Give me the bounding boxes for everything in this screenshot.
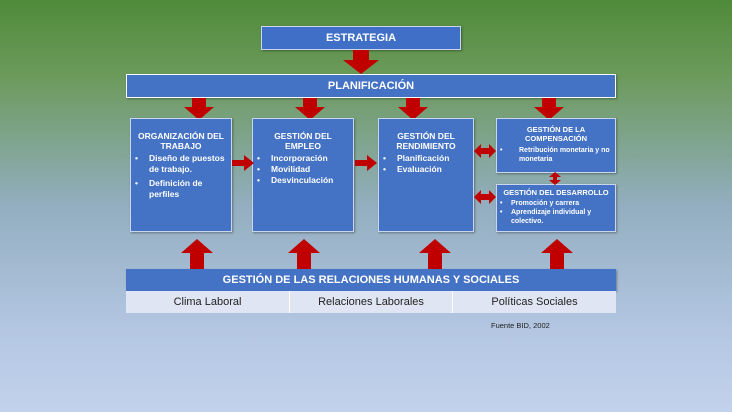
estrategia-label: ESTRATEGIA	[325, 32, 397, 44]
arrow-up-desarrollo	[541, 239, 573, 269]
gestion-rendimiento-box: GESTIÓN DEL RENDIMIENTO Planificación Ev…	[378, 118, 474, 232]
planificacion-bar: PLANIFICACIÓN	[126, 74, 616, 98]
empleo-item-desvinculacion: Desvinculación	[253, 175, 353, 186]
gestion-empleo-box: GESTIÓN DEL EMPLEO Incorporación Movilid…	[252, 118, 354, 232]
arrow-down-estrategia	[343, 50, 379, 74]
gestion-compensacion-box: GESTIÓN DE LA COMPENSACIÓN Retribución m…	[496, 118, 616, 173]
compensacion-item-retribucion: Retribución monetaria y no monetaria	[497, 146, 615, 164]
cell-relaciones-laborales: Relaciones Laborales	[290, 291, 453, 313]
rendimiento-title: GESTIÓN DEL RENDIMIENTO	[396, 131, 456, 151]
arrow-down-rendimiento	[398, 98, 428, 120]
rendimiento-item-evaluacion: Evaluación	[379, 164, 473, 175]
rendimiento-item-planificacion: Planificación	[379, 153, 473, 164]
desarrollo-item-aprendizaje: Aprendizaje individual y colectivo.	[497, 208, 615, 226]
arrow-double-compensacion-desarrollo	[549, 172, 561, 185]
arrow-up-empleo	[288, 239, 320, 269]
compensacion-title: GESTIÓN DE LA COMPENSACIÓN	[524, 125, 588, 143]
arrow-right-org-empleo	[232, 155, 254, 171]
empleo-item-movilidad: Movilidad	[253, 164, 353, 175]
desarrollo-title: GESTIÓN DEL DESARROLLO	[503, 188, 609, 197]
arrow-double-rendimiento-compensacion	[474, 144, 496, 158]
arrow-up-org	[181, 239, 213, 269]
gestion-desarrollo-box: GESTIÓN DEL DESARROLLO Promoción y carre…	[496, 184, 616, 232]
arrow-down-compensacion	[534, 98, 564, 120]
empleo-title: GESTIÓN DEL EMPLEO	[274, 131, 332, 151]
relaciones-bar: GESTIÓN DE LAS RELACIONES HUMANAS Y SOCI…	[126, 269, 616, 291]
organizacion-trabajo-box: ORGANIZACIÓN DEL TRABAJO Diseño de puest…	[130, 118, 232, 232]
desarrollo-item-promocion: Promoción y carrera	[497, 199, 615, 208]
source-note: Fuente BID, 2002	[491, 321, 550, 330]
planificacion-label: PLANIFICACIÓN	[327, 80, 415, 92]
relaciones-title: GESTIÓN DE LAS RELACIONES HUMANAS Y SOCI…	[222, 274, 520, 286]
org-item-definicion: Definición de perfiles	[131, 178, 231, 200]
org-item-diseno: Diseño de puestos de trabajo.	[131, 153, 231, 175]
estrategia-box: ESTRATEGIA	[261, 26, 461, 50]
cell-clima-laboral: Clima Laboral	[126, 291, 290, 313]
arrow-up-rendimiento	[419, 239, 451, 269]
organizacion-title: ORGANIZACIÓN DEL TRABAJO	[138, 131, 224, 151]
empleo-item-incorporacion: Incorporación	[253, 153, 353, 164]
arrow-down-org	[184, 98, 214, 120]
arrow-double-rendimiento-desarrollo	[474, 190, 496, 204]
cell-politicas-sociales: Políticas Sociales	[453, 291, 616, 313]
arrow-right-empleo-rendimiento	[355, 155, 377, 171]
arrow-down-empleo	[295, 98, 325, 120]
